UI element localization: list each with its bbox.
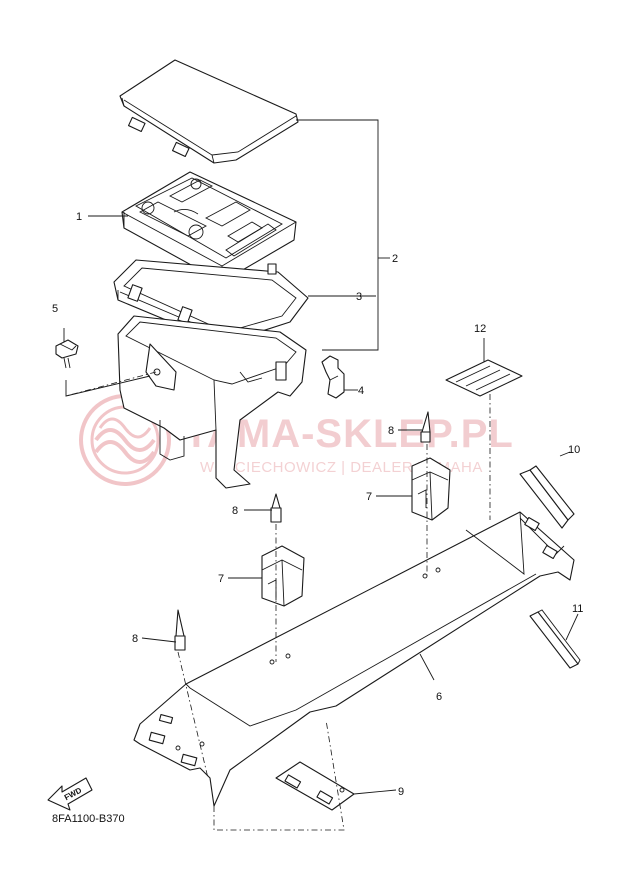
strip-11	[529, 609, 581, 669]
damper-7-left	[261, 545, 305, 607]
callout-8-right: 8	[388, 425, 394, 437]
battery-box-lid	[119, 59, 299, 164]
bolt-8-right	[420, 411, 431, 443]
callout-1: 1	[76, 211, 82, 223]
axis-lines	[65, 371, 491, 831]
screw-5	[55, 339, 79, 369]
callout-7-right: 7	[366, 491, 372, 503]
callout-4: 4	[358, 385, 364, 397]
callout-12: 12	[474, 323, 486, 335]
callout-5: 5	[52, 303, 58, 315]
damper-7-right	[411, 457, 451, 521]
callout-2: 2	[392, 253, 398, 265]
callout-7-left: 7	[218, 573, 224, 585]
callouts: 1 2 3 4 5 6 7 7 8 8 8 9 10 11 12	[52, 211, 583, 798]
diagram-code: 8FA1100-B370	[52, 813, 125, 825]
battery-box-case	[117, 315, 307, 489]
fwd-arrow-icon: FWD	[47, 777, 93, 811]
callout-10: 10	[568, 444, 580, 456]
callout-6: 6	[436, 691, 442, 703]
tray-6	[133, 511, 575, 807]
bolt-8-middle	[270, 493, 282, 523]
label-12	[445, 359, 523, 397]
callout-8-middle: 8	[232, 505, 238, 517]
callout-11: 11	[572, 603, 583, 615]
leader-lines	[63, 119, 579, 795]
callout-9: 9	[398, 786, 404, 798]
callout-3: 3	[356, 291, 362, 303]
clip-bracket	[321, 355, 345, 399]
callout-8-left: 8	[132, 633, 138, 645]
tool-kit	[121, 171, 297, 283]
battery-box-cover	[113, 259, 309, 343]
bolt-8-left	[174, 609, 186, 651]
plate-9	[275, 761, 355, 811]
rod-10	[519, 465, 575, 529]
